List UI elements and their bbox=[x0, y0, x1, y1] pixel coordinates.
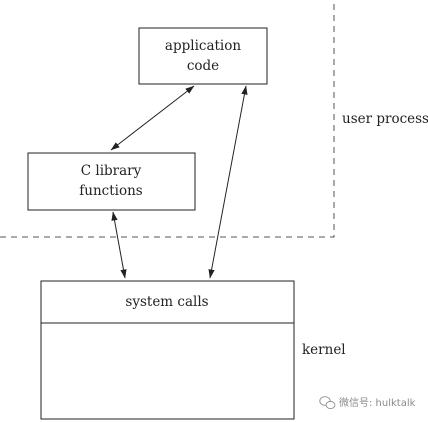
kernel-box bbox=[40, 280, 295, 420]
application-code-line2: code bbox=[187, 58, 219, 74]
watermark-text: 微信号: hulktalk bbox=[339, 396, 416, 409]
user-process-label: user process bbox=[342, 111, 428, 127]
c-library-line2: functions bbox=[79, 183, 143, 199]
kernel-label: kernel bbox=[302, 342, 346, 358]
user-process-boundary bbox=[0, 0, 335, 238]
c-library-line1: C library bbox=[81, 163, 142, 179]
system-calls-label: system calls bbox=[125, 294, 208, 310]
wechat-icon bbox=[319, 396, 336, 410]
arrow-app-to-clib bbox=[110, 85, 195, 151]
arrow-app-to-syscalls bbox=[208, 85, 248, 279]
application-code-line1: application bbox=[165, 38, 241, 54]
arrow-clib-to-syscalls bbox=[111, 211, 127, 279]
c-library-functions-box bbox=[27, 152, 196, 211]
application-code-box bbox=[138, 27, 268, 85]
